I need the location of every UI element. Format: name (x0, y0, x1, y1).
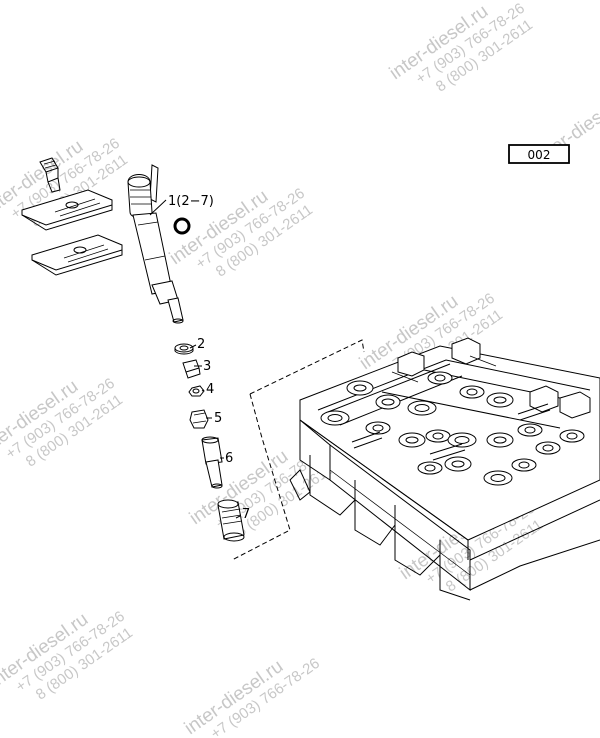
part-o-ring (173, 217, 191, 235)
watermark-5: inter-diesel.ru +7 (903) 766-78-26 8 (80… (0, 375, 126, 471)
wiring-connector (39, 157, 61, 193)
part-clip (182, 359, 201, 379)
reference-box[interactable]: 002 (508, 144, 570, 164)
part-sleeve (201, 436, 223, 489)
part-nut (188, 385, 205, 397)
leader-lines (149, 199, 241, 519)
cylinder-head (289, 337, 600, 601)
callout-6: 6 (225, 451, 233, 466)
watermark-9: inter-diesel.ru +7 (903) 766-78-26 (181, 655, 323, 738)
reference-box-label: 002 (528, 148, 551, 162)
shield-plate-upper (21, 189, 113, 231)
callout-4: 4 (206, 382, 214, 397)
callout-7: 7 (242, 507, 250, 522)
installation-outline (231, 339, 365, 561)
watermark-8: inter-diesel.ru +7 (903) 766-78-26 8 (80… (0, 608, 136, 704)
callout-2: 2 (197, 337, 205, 352)
part-tube (217, 499, 245, 542)
reference-box-frame (508, 144, 570, 164)
watermark-1: inter-diesel.ru +7 (903) 766-78-26 8 (80… (386, 0, 536, 96)
callout-3: 3 (203, 359, 211, 374)
callout-1: 1(2−7) (168, 194, 214, 209)
callout-5: 5 (214, 411, 222, 426)
part-retainer (189, 409, 209, 429)
watermark-3: inter-diesel.ru +7 (903) 766-78-26 8 (80… (166, 185, 316, 281)
callout-labels: 1(2−7) 2 3 4 5 6 7 (168, 194, 250, 522)
part-washer (174, 343, 194, 355)
shield-plate-lower (31, 234, 123, 276)
watermark-2: inter-diesel.ru +7 (903) 766-78-26 8 (80… (0, 135, 131, 231)
injector-assembly (127, 164, 184, 324)
